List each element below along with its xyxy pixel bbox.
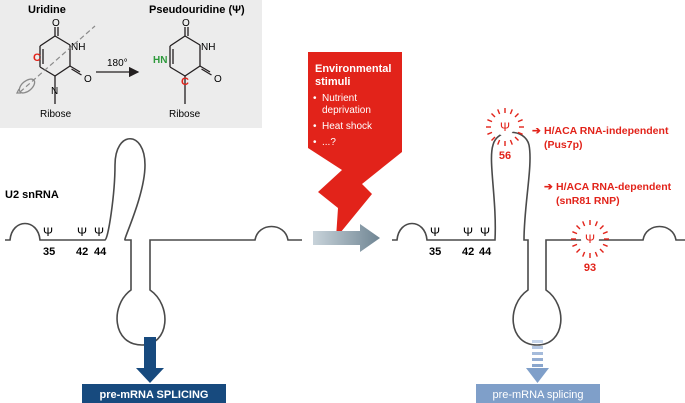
left-pos-44: 44 (94, 246, 107, 258)
right-splicing-label: pre-mRNA splicing (492, 389, 583, 401)
burst-rays-93 (571, 220, 609, 258)
atom-o-top-right: O (182, 18, 190, 29)
stimulus-nutrient-line2: deprivation (322, 105, 371, 116)
left-psi-35: Ψ (43, 225, 53, 239)
arrow-icon-2: ➔ (544, 181, 553, 193)
psi-56-position: 56 (499, 150, 511, 162)
right-psi-sites: Ψ Ψ Ψ 35 42 44 (429, 225, 492, 258)
left-psi-42: Ψ (77, 225, 87, 239)
right-pos-44: 44 (479, 246, 492, 258)
chemistry-background (0, 0, 262, 128)
left-pos-42: 42 (76, 246, 88, 258)
atom-nh-right: NH (201, 42, 215, 53)
left-splicing-box (82, 384, 226, 403)
left-rna-strand (5, 137, 302, 346)
left-splicing-label: pre-mRNA SPLICING (100, 389, 209, 401)
right-pos-35: 35 (429, 246, 441, 258)
atom-n-left: N (51, 86, 58, 97)
right-psi-44: Ψ (480, 225, 490, 239)
uridine-structure (39, 27, 82, 104)
rotation-axis (19, 25, 96, 93)
right-pos-42: 42 (462, 246, 474, 258)
psi-93-symbol: Ψ (585, 232, 595, 246)
atom-hn-green: HN (153, 55, 167, 66)
ribose-right: Ribose (169, 109, 201, 120)
left-psi-44: Ψ (94, 225, 104, 239)
bullet-1: • (313, 93, 317, 104)
right-splicing-arrow (526, 340, 549, 383)
uridine-label: Uridine (28, 4, 66, 16)
arrow-icon-1: ➔ (532, 125, 541, 137)
right-splicing-box (476, 384, 600, 403)
chemistry-panel: Uridine Pseudouridine (Ψ) O NH O N C (0, 0, 262, 128)
psi-56-burst: Ψ 56 (486, 108, 524, 162)
environmental-stimuli-bolt (308, 52, 402, 238)
atom-o-right-right: O (214, 74, 222, 85)
transition-arrow (313, 224, 380, 252)
pseudouridine-structure (169, 27, 212, 104)
atom-c-red-left: C (33, 52, 41, 64)
atom-o-right-left: O (84, 74, 92, 85)
right-psi-42: Ψ (463, 225, 473, 239)
stimuli-text: Environmental stimuli • Nutrient depriva… (313, 63, 391, 148)
left-psi-sites: Ψ Ψ Ψ 35 42 44 (43, 225, 107, 258)
psi-56-symbol: Ψ (500, 120, 510, 134)
psi-93-burst: Ψ 93 (571, 220, 609, 274)
atom-o-top-left: O (52, 18, 60, 29)
left-splicing-arrow (136, 337, 164, 383)
rotation-label: 180° (107, 58, 128, 69)
stimulus-nutrient-line1: Nutrient (322, 93, 357, 104)
atom-c-red-right: C (181, 76, 189, 88)
pseudouridine-label: Pseudouridine (Ψ) (149, 4, 245, 16)
bullet-3: • (313, 137, 317, 148)
mod2-line2: (snR81 RNP) (556, 195, 620, 207)
burst-rays-56 (486, 108, 524, 146)
right-psi-35: Ψ (430, 225, 440, 239)
rotation-icon (15, 78, 36, 94)
left-pos-35: 35 (43, 246, 55, 258)
stimulus-heat-shock: Heat shock (322, 121, 373, 132)
mod1-line2: (Pus7p) (544, 139, 583, 151)
stimulus-unknown: ...? (322, 137, 336, 148)
stimuli-title-line2: stimuli (315, 76, 350, 88)
right-rna-strand (392, 131, 685, 346)
mod2-line1: H/ACA RNA-dependent (556, 181, 672, 193)
mod1-line1: H/ACA RNA-independent (544, 125, 669, 137)
bullet-2: • (313, 121, 317, 132)
psi-93-position: 93 (584, 262, 596, 274)
atom-nh-left: NH (71, 42, 85, 53)
enzyme-annotations: ➔ H/ACA RNA-independent (Pus7p) ➔ H/ACA … (532, 125, 672, 207)
u2-snrna-label: U2 snRNA (5, 189, 59, 201)
ribose-left: Ribose (40, 109, 72, 120)
stimuli-title-line1: Environmental (315, 63, 391, 75)
